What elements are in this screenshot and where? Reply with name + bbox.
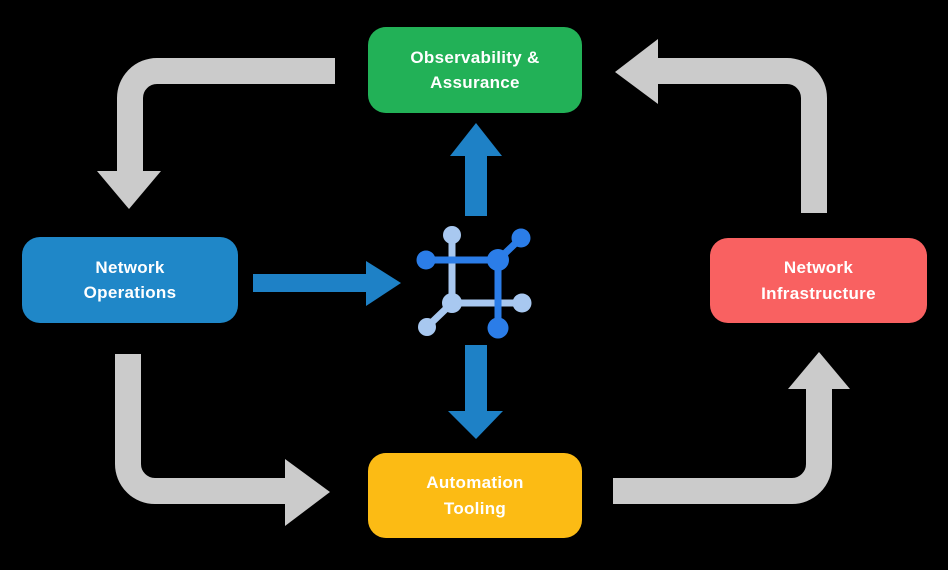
box-operations-line1: Network (95, 257, 165, 277)
box-automation-tooling: Automation Tooling (368, 453, 582, 538)
box-automation-line2: Tooling (443, 498, 507, 518)
arrow-infrastructure-to-observability (615, 39, 827, 213)
box-automation-label: Automation Tooling (426, 470, 523, 521)
box-infrastructure-line2: Infrastructure (761, 283, 876, 303)
arrow-center-to-automation (448, 345, 503, 439)
box-network-infrastructure: Network Infrastructure (710, 238, 927, 323)
arrow-operations-to-center (253, 261, 401, 306)
box-observability-line1: Observability & (410, 47, 540, 67)
box-automation-line1: Automation (426, 473, 524, 492)
arrow-automation-to-infrastructure (613, 352, 850, 504)
arrow-center-to-observability (450, 123, 502, 216)
arrow-operations-to-automation (115, 354, 330, 526)
box-network-operations: Network Operations (22, 237, 238, 323)
box-infrastructure-line1: Network (783, 258, 854, 277)
box-observability-label: Observability & Assurance (410, 45, 539, 96)
network-node-icon (416, 226, 532, 339)
box-infrastructure-label: Network Infrastructure (761, 255, 876, 306)
box-operations-line2: Operations (83, 283, 177, 302)
box-observability-assurance: Observability & Assurance (368, 27, 582, 113)
box-observability-line2: Assurance (430, 73, 520, 92)
arrow-observability-to-operations (97, 58, 335, 209)
box-operations-label: Network Operations (84, 255, 177, 306)
